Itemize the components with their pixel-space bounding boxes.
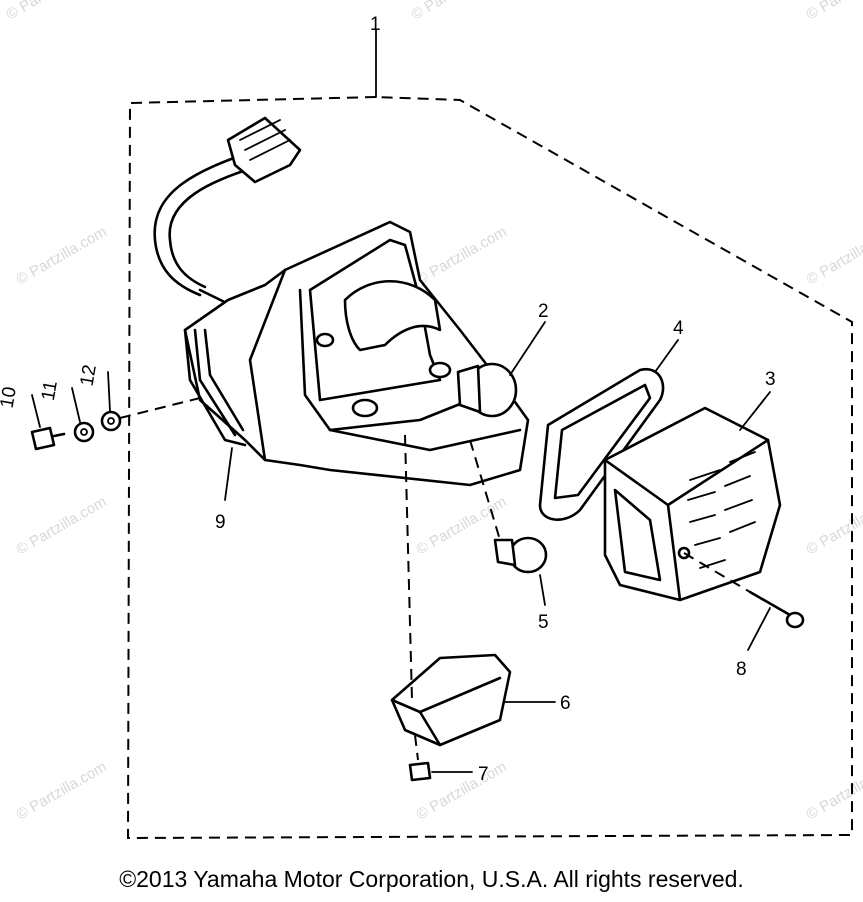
callout-10: 10 — [0, 385, 21, 409]
callout-4: 4 — [673, 318, 684, 339]
copyright-notice: ©2013 Yamaha Motor Corporation, U.S.A. A… — [119, 866, 744, 892]
leader-8 — [747, 607, 771, 651]
screw-7 — [408, 734, 432, 782]
leader-12 — [107, 371, 111, 412]
callout-6: 6 — [560, 693, 571, 714]
assembly-boundary — [126, 95, 853, 840]
leader-4 — [654, 339, 679, 373]
tail-light-housing — [183, 220, 530, 487]
bulb-5 — [493, 536, 548, 574]
callout-1: 1 — [370, 14, 381, 35]
leader-10 — [31, 394, 41, 428]
watermark: © Partzilla.com — [14, 223, 110, 288]
leader-11 — [71, 387, 81, 423]
callout-12: 12 — [77, 363, 101, 387]
tail-lens — [603, 406, 782, 602]
watermark: © Partzilla.com — [409, 0, 505, 23]
watermark: © Partzilla.com — [804, 0, 863, 23]
watermark: © Partzilla.com — [804, 758, 863, 823]
callout-9: 9 — [215, 512, 226, 533]
watermark: © Partzilla.com — [804, 493, 863, 558]
screw-8 — [748, 590, 805, 629]
leader-9 — [224, 447, 233, 501]
wire-harness — [153, 116, 302, 314]
leader-5 — [539, 574, 546, 606]
leader-2 — [509, 321, 546, 376]
callout-7: 7 — [478, 764, 489, 785]
screw-8-axis — [683, 552, 751, 593]
watermark: © Partzilla.com — [14, 493, 110, 558]
callout-11: 11 — [38, 379, 62, 402]
callout-8: 8 — [736, 659, 747, 680]
leader-3 — [739, 391, 771, 431]
watermark: © Partzilla.com — [14, 758, 110, 823]
bulb-2 — [456, 362, 518, 418]
left-fastener-axis — [119, 397, 201, 419]
callout-5: 5 — [538, 612, 549, 633]
callout-3: 3 — [765, 369, 776, 390]
watermark: © Partzilla.com — [4, 0, 100, 23]
license-lens-axis — [404, 434, 413, 701]
watermark: © Partzilla.com — [804, 223, 863, 288]
callout-2: 2 — [538, 301, 549, 322]
fasteners-left — [30, 410, 122, 451]
license-lens — [390, 653, 512, 747]
watermark: © Partzilla.com — [414, 223, 510, 288]
